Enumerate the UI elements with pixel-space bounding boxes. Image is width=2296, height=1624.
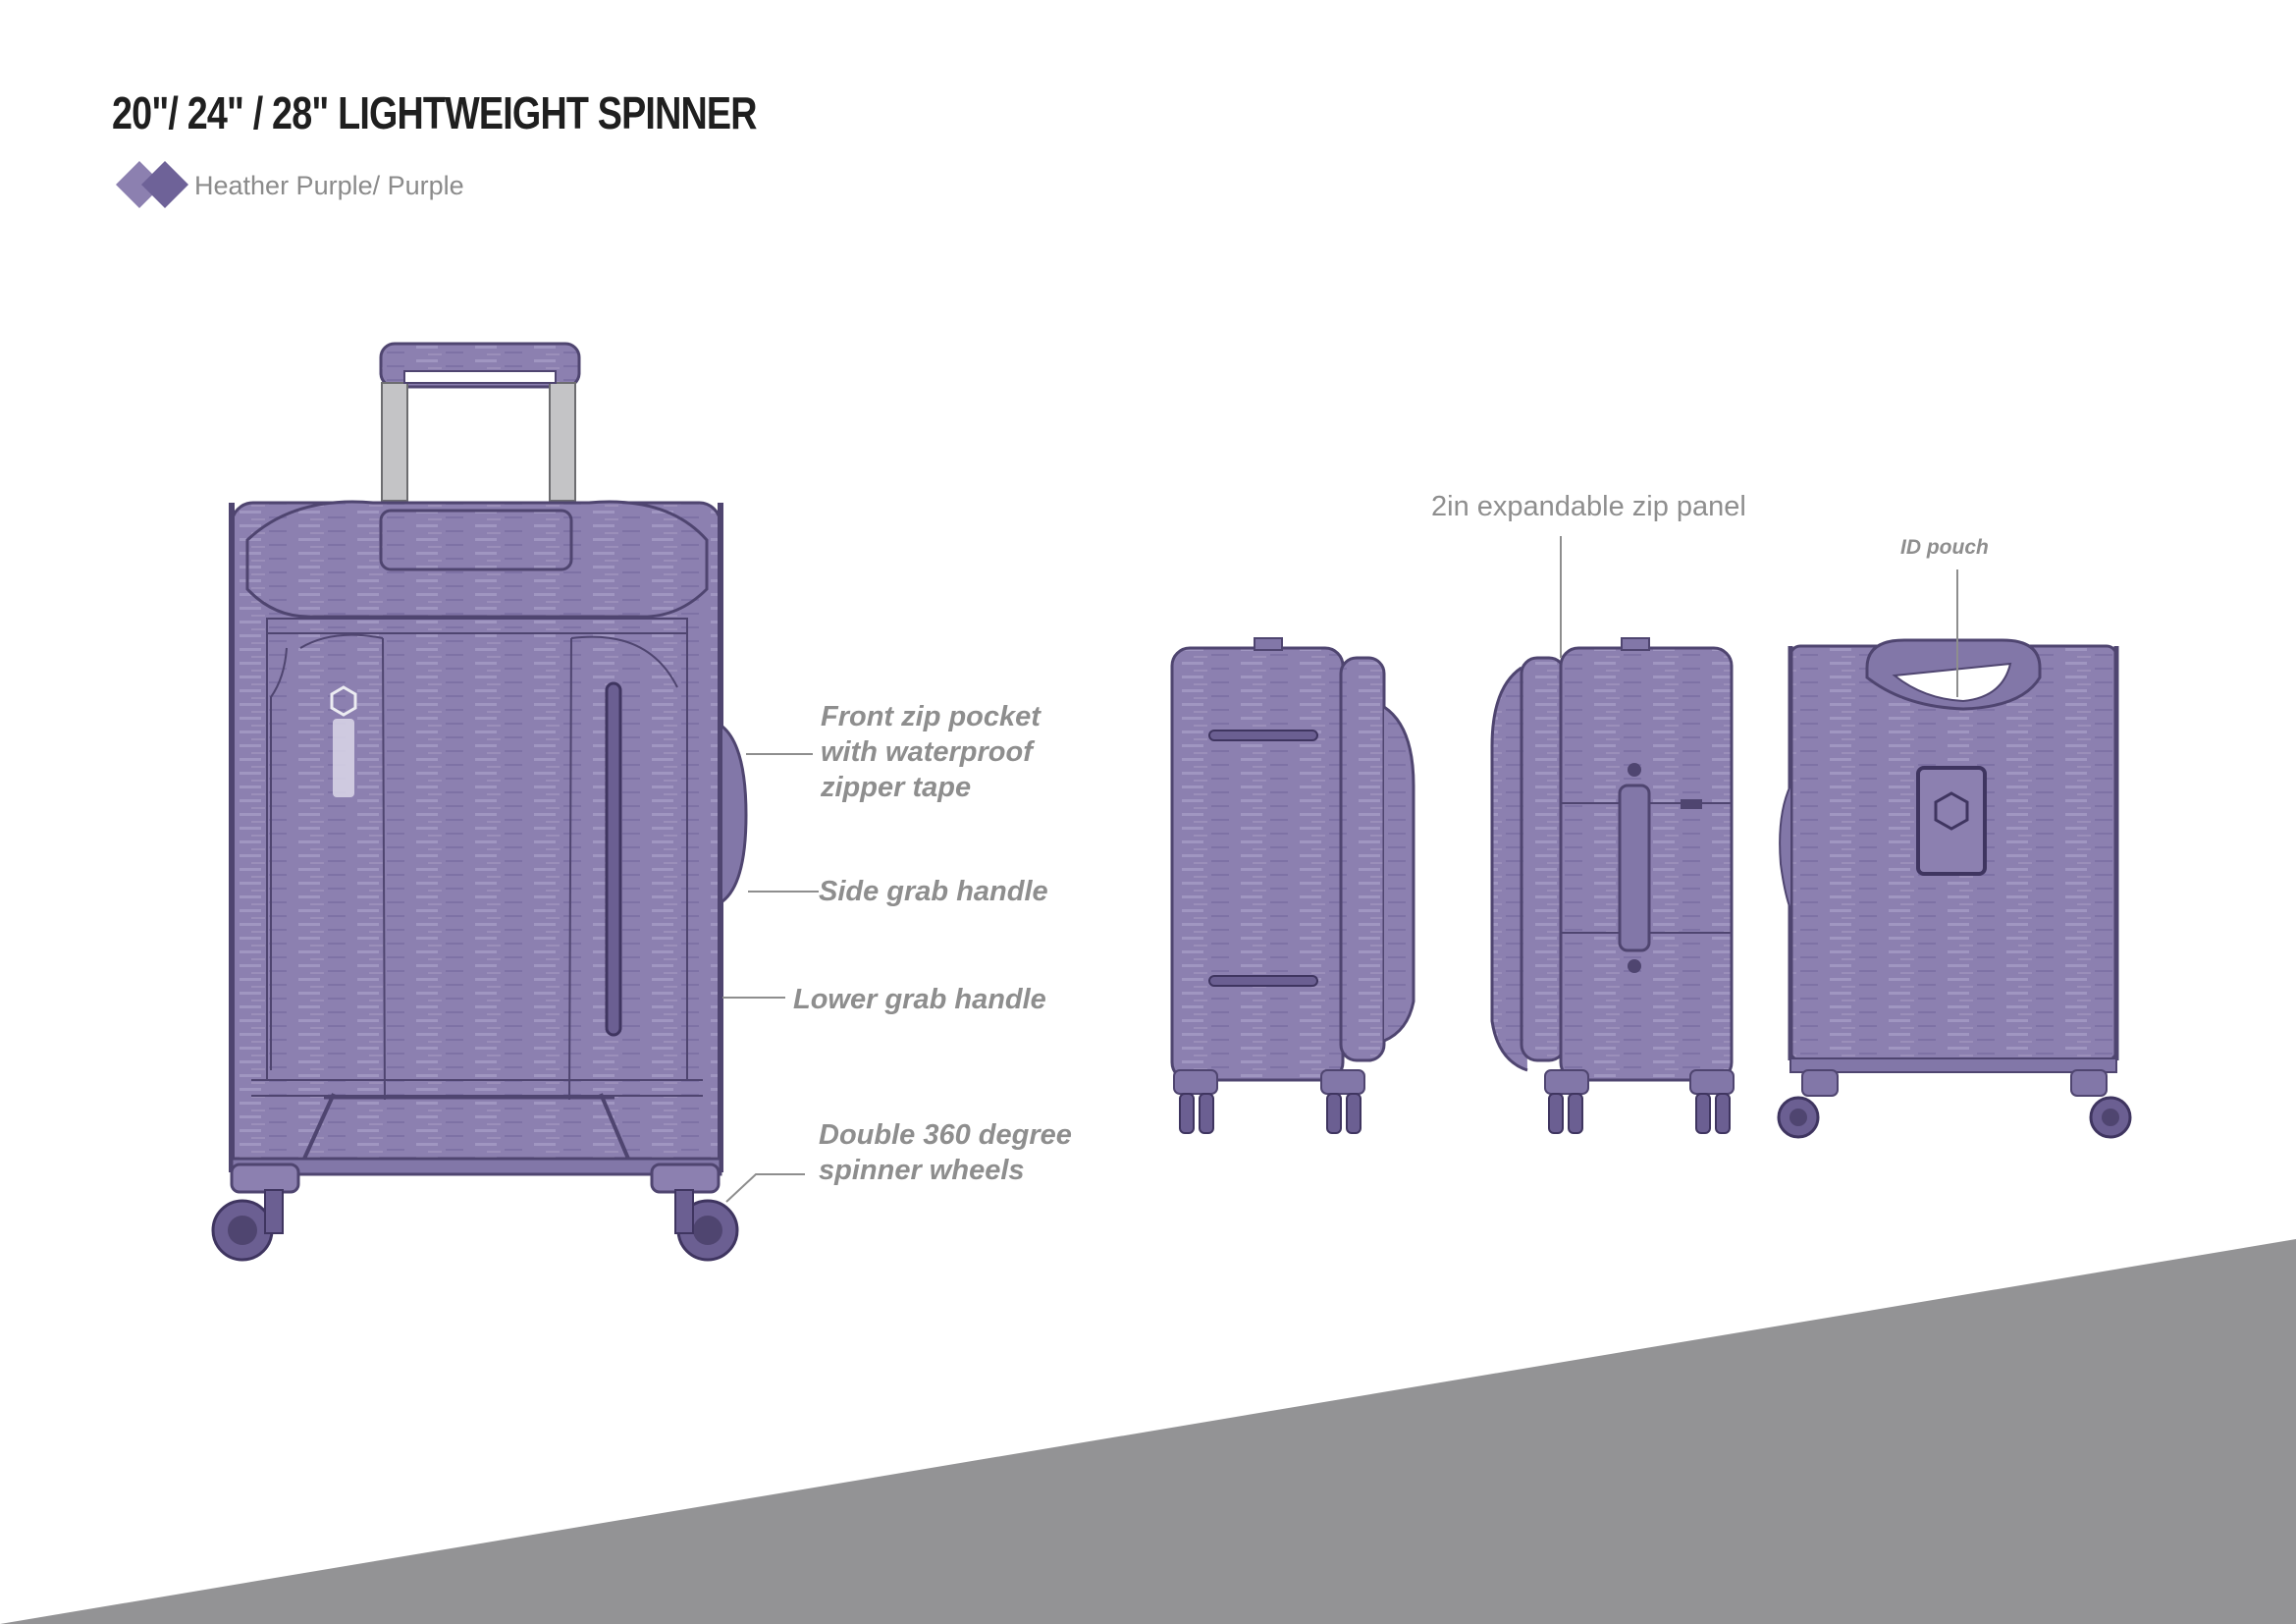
front-wheels (211, 1163, 739, 1262)
callout-lower-grab: Lower grab handle (793, 984, 1046, 1015)
callout-side-grab: Side grab handle (819, 876, 1048, 907)
telescoping-handle (379, 342, 581, 502)
diamond-swatch-icon (116, 161, 188, 208)
id-pouch (1916, 766, 1987, 876)
brand-logo-icon (330, 685, 357, 797)
callout-front-pocket: Front zip pocket with waterproof zipper … (821, 701, 1041, 803)
callout-wheels: Double 360 degree spinner wheels (819, 1119, 1072, 1186)
callout-expand-panel: 2in expandable zip panel (1431, 491, 1746, 522)
color-name: Heather Purple/ Purple (194, 171, 464, 200)
page-title: 20"/ 24" / 28" LIGHTWEIGHT SPINNER (112, 87, 757, 138)
callout-id-pouch: ID pouch (1900, 536, 1989, 559)
